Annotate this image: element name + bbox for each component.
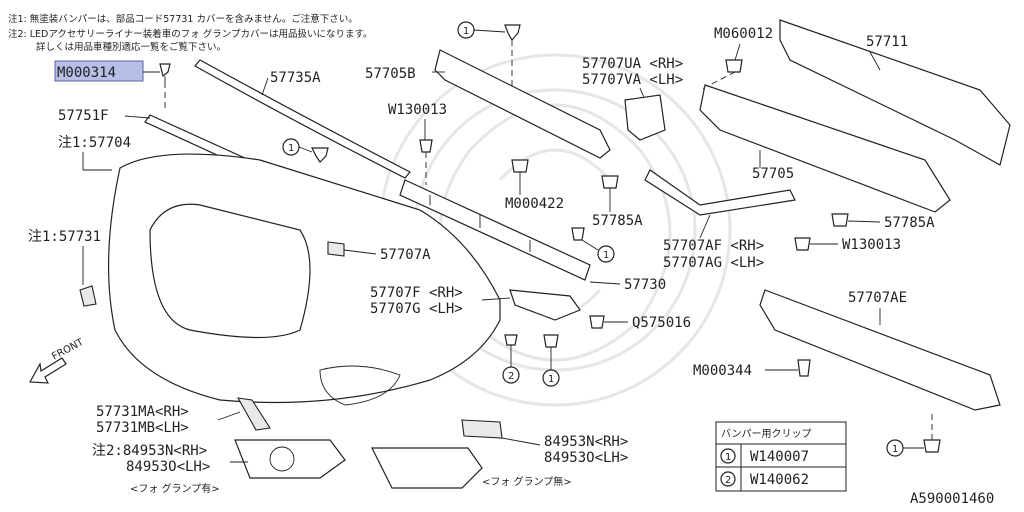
label-57711: 57711: [866, 34, 908, 50]
label-57707AE: 57707AE: [848, 290, 907, 306]
label-57707F: 57707F <RH>: [370, 285, 463, 301]
label-Q575016: Q575016: [632, 315, 691, 331]
label-57704: 注1:57704: [58, 135, 131, 151]
clip-fastener: [504, 24, 521, 42]
part-57711-absorber: [779, 19, 1011, 166]
part-57735A: [194, 59, 411, 179]
part-57707UA-bracket: [624, 94, 666, 141]
clip-callout-1: [597, 245, 615, 263]
bolt-57785A: [831, 213, 849, 227]
label-57705B: 57705B: [365, 66, 416, 82]
bolt-M060012: [725, 59, 743, 73]
label-84953O-with: 84953O<LH>: [126, 459, 210, 475]
note-1: 注1: 無塗装バンパーは、部品コード57731 カバーを含みません。ご注意下さい…: [8, 13, 358, 25]
part-84953N-fog-cover-without-lamp: [371, 419, 503, 489]
highlight-box[interactable]: [54, 60, 144, 82]
bolt-Q575016: [589, 315, 605, 329]
svg-text:1: 1: [603, 250, 609, 261]
label-57707AG: 57707AG <LH>: [663, 255, 764, 271]
label-W130013-right: W130013: [842, 237, 901, 253]
part-57730: [399, 179, 591, 281]
note-3: 詳しくは用品車種別適応一覧をご覧下さい。: [36, 41, 226, 53]
legend-title: バンパー用クリップ: [721, 428, 812, 440]
part-84953N-fog-cover-with-lamp: [234, 439, 346, 479]
clip-fastener: [311, 147, 329, 163]
part-57731MA-trim: [236, 397, 271, 431]
clip-callout-2: [502, 366, 520, 384]
svg-text:2: 2: [508, 371, 514, 382]
label-57707UA: 57707UA <RH>: [582, 56, 683, 72]
label-57705: 57705: [752, 166, 794, 182]
label-84953N-without: 84953N<RH>: [544, 434, 628, 450]
label-57731MA: 57731MA<RH>: [96, 404, 189, 420]
label-84953O-without: 84953O<LH>: [544, 450, 628, 466]
clip-fastener: [543, 334, 559, 348]
bolt-M000344: [797, 359, 811, 377]
part-57707A: [327, 241, 345, 257]
label-W130013-left: W130013: [388, 102, 447, 118]
part-57705B: [434, 49, 611, 159]
clip-fastener: [504, 334, 518, 346]
note-2: 注2: LEDアクセサリーライナー装着車のフォ グランプカバーは用品扱いになりま…: [8, 28, 373, 40]
part-57707F-bracket: [509, 289, 581, 321]
label-57730: 57730: [624, 277, 666, 293]
label-57751F: 57751F: [58, 108, 109, 124]
label-M000344: M000344: [693, 363, 752, 379]
label-57707G: 57707G <LH>: [370, 301, 463, 317]
label-M000422: M000422: [505, 196, 564, 212]
diagram-id: A590001460: [910, 491, 994, 507]
label-57785A-left: 57785A: [592, 213, 643, 229]
label-57707A: 57707A: [380, 247, 431, 263]
front-arrow-icon: [29, 357, 67, 384]
label-57707AF: 57707AF <RH>: [663, 238, 764, 254]
clip-W130013: [419, 139, 433, 153]
legend-row-2-num: 2: [725, 475, 731, 486]
label-57707VA: 57707VA <LH>: [582, 72, 683, 88]
label-M060012: M060012: [714, 26, 773, 42]
part-57707AE-beam: [759, 289, 1001, 411]
label-57785A-right: 57785A: [884, 215, 935, 231]
label-front: FRONT: [50, 336, 86, 362]
clip-legend-table: バンパー用クリップ 1 W140007 2 W140062: [715, 421, 847, 492]
clip-callout-1: [542, 369, 560, 387]
bolt-M000422: [511, 159, 529, 173]
label-57731: 注1:57731: [28, 229, 101, 245]
svg-text:1: 1: [463, 26, 469, 37]
svg-text:1: 1: [288, 143, 294, 154]
label-57731MB: 57731MB<LH>: [96, 420, 189, 436]
label-84953N-with: 注2:84953N<RH>: [92, 443, 207, 459]
clip-W130013: [794, 237, 811, 251]
part-57704-front-bumper: [108, 153, 501, 406]
label-fog-with: <フォ グランプ有>: [130, 482, 220, 495]
label-57735A: 57735A: [270, 70, 321, 86]
svg-text:1: 1: [548, 374, 554, 385]
label-M000314[interactable]: M000314: [57, 65, 116, 81]
part-57731-cover: [79, 285, 97, 307]
legend-row-1-code: W140007: [750, 449, 809, 465]
label-fog-without: <フォ グランプ無>: [482, 475, 572, 488]
legend-row-1-num: 1: [725, 452, 731, 463]
clip-fastener-M000314: [159, 63, 171, 82]
part-57705-beam: [699, 84, 951, 213]
bolt-57785A: [601, 175, 619, 189]
clip-fastener: [571, 227, 585, 241]
part-57707AF-bracket: [644, 169, 796, 216]
legend-row-2-code: W140062: [750, 472, 809, 488]
svg-text:1: 1: [892, 444, 898, 455]
clip-fastener: [923, 439, 941, 453]
